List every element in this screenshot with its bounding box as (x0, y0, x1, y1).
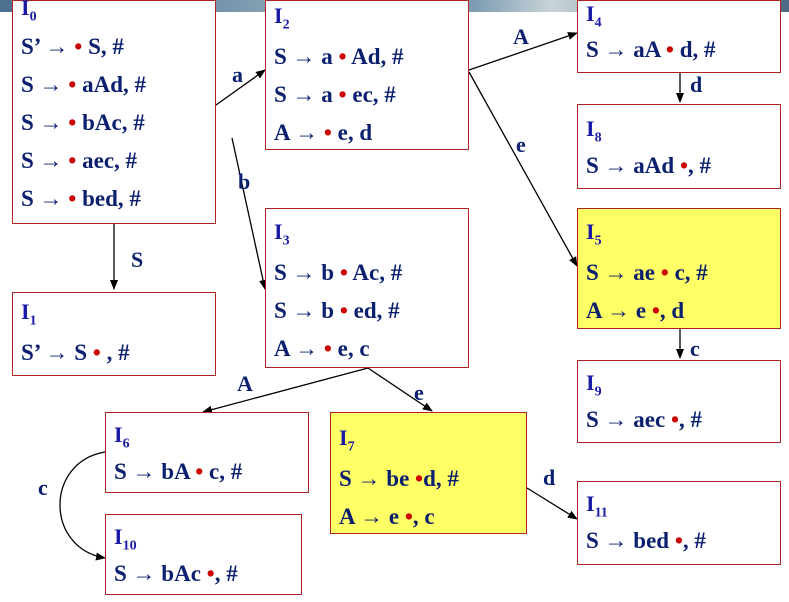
lr-item: S’ → • S, # (21, 34, 124, 60)
state-I2: I2 S → a • Ad, # S → a • ec, # A → • e, … (265, 0, 469, 150)
dot-marker: • (660, 260, 669, 286)
lr-item: S → • bed, # (21, 186, 141, 212)
state-I11: I11 S → bed •, # (577, 481, 781, 565)
edge-I7-I11 (526, 487, 578, 520)
dot-marker: • (665, 37, 674, 63)
dot-marker: • (323, 336, 332, 362)
lr-item: S → aA • d, # (586, 37, 716, 63)
edge-label-A-lower: A (237, 371, 253, 396)
edge-label-e-lower: e (414, 380, 424, 405)
state-I1: I1 S’ → S • , # (12, 292, 216, 376)
dot-marker: • (339, 298, 348, 324)
lr-item: S → a • Ad, # (274, 44, 404, 70)
lr-item: S → a • ec, # (274, 82, 396, 108)
state-I10: I10 S → bAc •, # (105, 514, 302, 595)
dot-marker: • (206, 561, 215, 587)
state-id: I8 (586, 116, 602, 146)
lr-item: S’ → S • , # (21, 340, 130, 366)
lr-item: S → b • Ac, # (274, 260, 403, 286)
dot-marker: • (415, 466, 424, 492)
dot-marker: • (92, 340, 101, 366)
lr-item: S → • aec, # (21, 148, 138, 174)
lr-item: A → e •, c (339, 504, 435, 530)
state-id: I7 (339, 425, 355, 455)
dot-marker: • (323, 120, 332, 146)
state-I3: I3 S → b • Ac, # S → b • ed, # A → • e, … (265, 208, 469, 368)
state-I7: I7 S → be •d, # A → e •, c (330, 412, 527, 534)
dot-marker: • (670, 407, 680, 433)
state-id: I0 (21, 0, 37, 25)
state-id: I3 (274, 219, 290, 249)
edge-label-c-right: c (690, 336, 700, 361)
edge-I3-I7 (367, 367, 433, 412)
dot-marker: • (404, 504, 413, 530)
edge-label-d-lower: d (543, 465, 556, 490)
edge-I3-I6 (202, 367, 369, 414)
edge-label-A-upper: A (513, 24, 529, 49)
state-id: I9 (586, 370, 602, 400)
dot-marker: • (195, 459, 204, 485)
state-I6: I6 S → bA • c, # (105, 412, 309, 493)
lr-item: S → bA • c, # (114, 459, 243, 485)
state-id: I4 (586, 1, 602, 31)
lr-item: S → • bAc, # (21, 110, 145, 136)
edge-label-c-left: c (38, 475, 48, 500)
state-I9: I9 S → aec •, # (577, 360, 781, 443)
edge-label-d-upper: d (690, 72, 703, 97)
lr-item: S → aec •, # (586, 407, 703, 433)
lr-item: S → bed •, # (586, 528, 706, 554)
dot-marker: • (68, 110, 77, 136)
state-id: I2 (274, 3, 290, 33)
lr-item: A → e •, d (586, 298, 685, 324)
state-id: I1 (21, 299, 37, 329)
lr-item: S → b • ed, # (274, 298, 400, 324)
dot-marker: • (338, 82, 347, 108)
lr-item: S → aAd •, # (586, 153, 712, 179)
edge-I0-I3 (231, 137, 267, 290)
dot-marker: • (679, 153, 689, 179)
state-id: I11 (586, 491, 608, 521)
lr-item: A → • e, d (274, 120, 373, 146)
state-I4: I4 S → aA • d, # (577, 0, 781, 73)
dot-marker: • (674, 528, 683, 554)
edge-label-e-upper: e (516, 132, 526, 157)
edge-label-S: S (131, 247, 144, 272)
edge-label-b: b (238, 169, 251, 194)
state-id: I10 (114, 524, 137, 554)
lr-item: A → • e, c (274, 336, 370, 362)
edge-I0-I2 (215, 69, 266, 106)
edge-I2-I4 (468, 32, 578, 71)
state-I5: I5 S → ae • c, # A → e •, d (577, 208, 781, 329)
lr-item: S → ae • c, # (586, 260, 708, 286)
state-id: I6 (114, 422, 130, 452)
dot-marker: • (68, 72, 77, 98)
edge-I6-I10 (59, 451, 106, 561)
state-I8: I8 S → aAd •, # (577, 104, 781, 189)
dot-marker: • (651, 298, 660, 324)
state-I0: I0 S’ → • S, # S → • aAd, # S → • bAc, #… (12, 0, 216, 224)
dot-marker: • (74, 34, 83, 60)
lr-item: S → bAc •, # (114, 561, 238, 587)
dot-marker: • (338, 44, 347, 70)
dot-marker: • (68, 148, 77, 174)
edge-I2-I5 (468, 71, 578, 267)
dot-marker: • (68, 186, 77, 212)
dot-marker: • (339, 260, 348, 286)
lr-item: S → • aAd, # (21, 72, 147, 98)
state-id: I5 (586, 219, 602, 249)
lr-item: S → be •d, # (339, 466, 459, 492)
edge-label-a: a (232, 62, 243, 87)
